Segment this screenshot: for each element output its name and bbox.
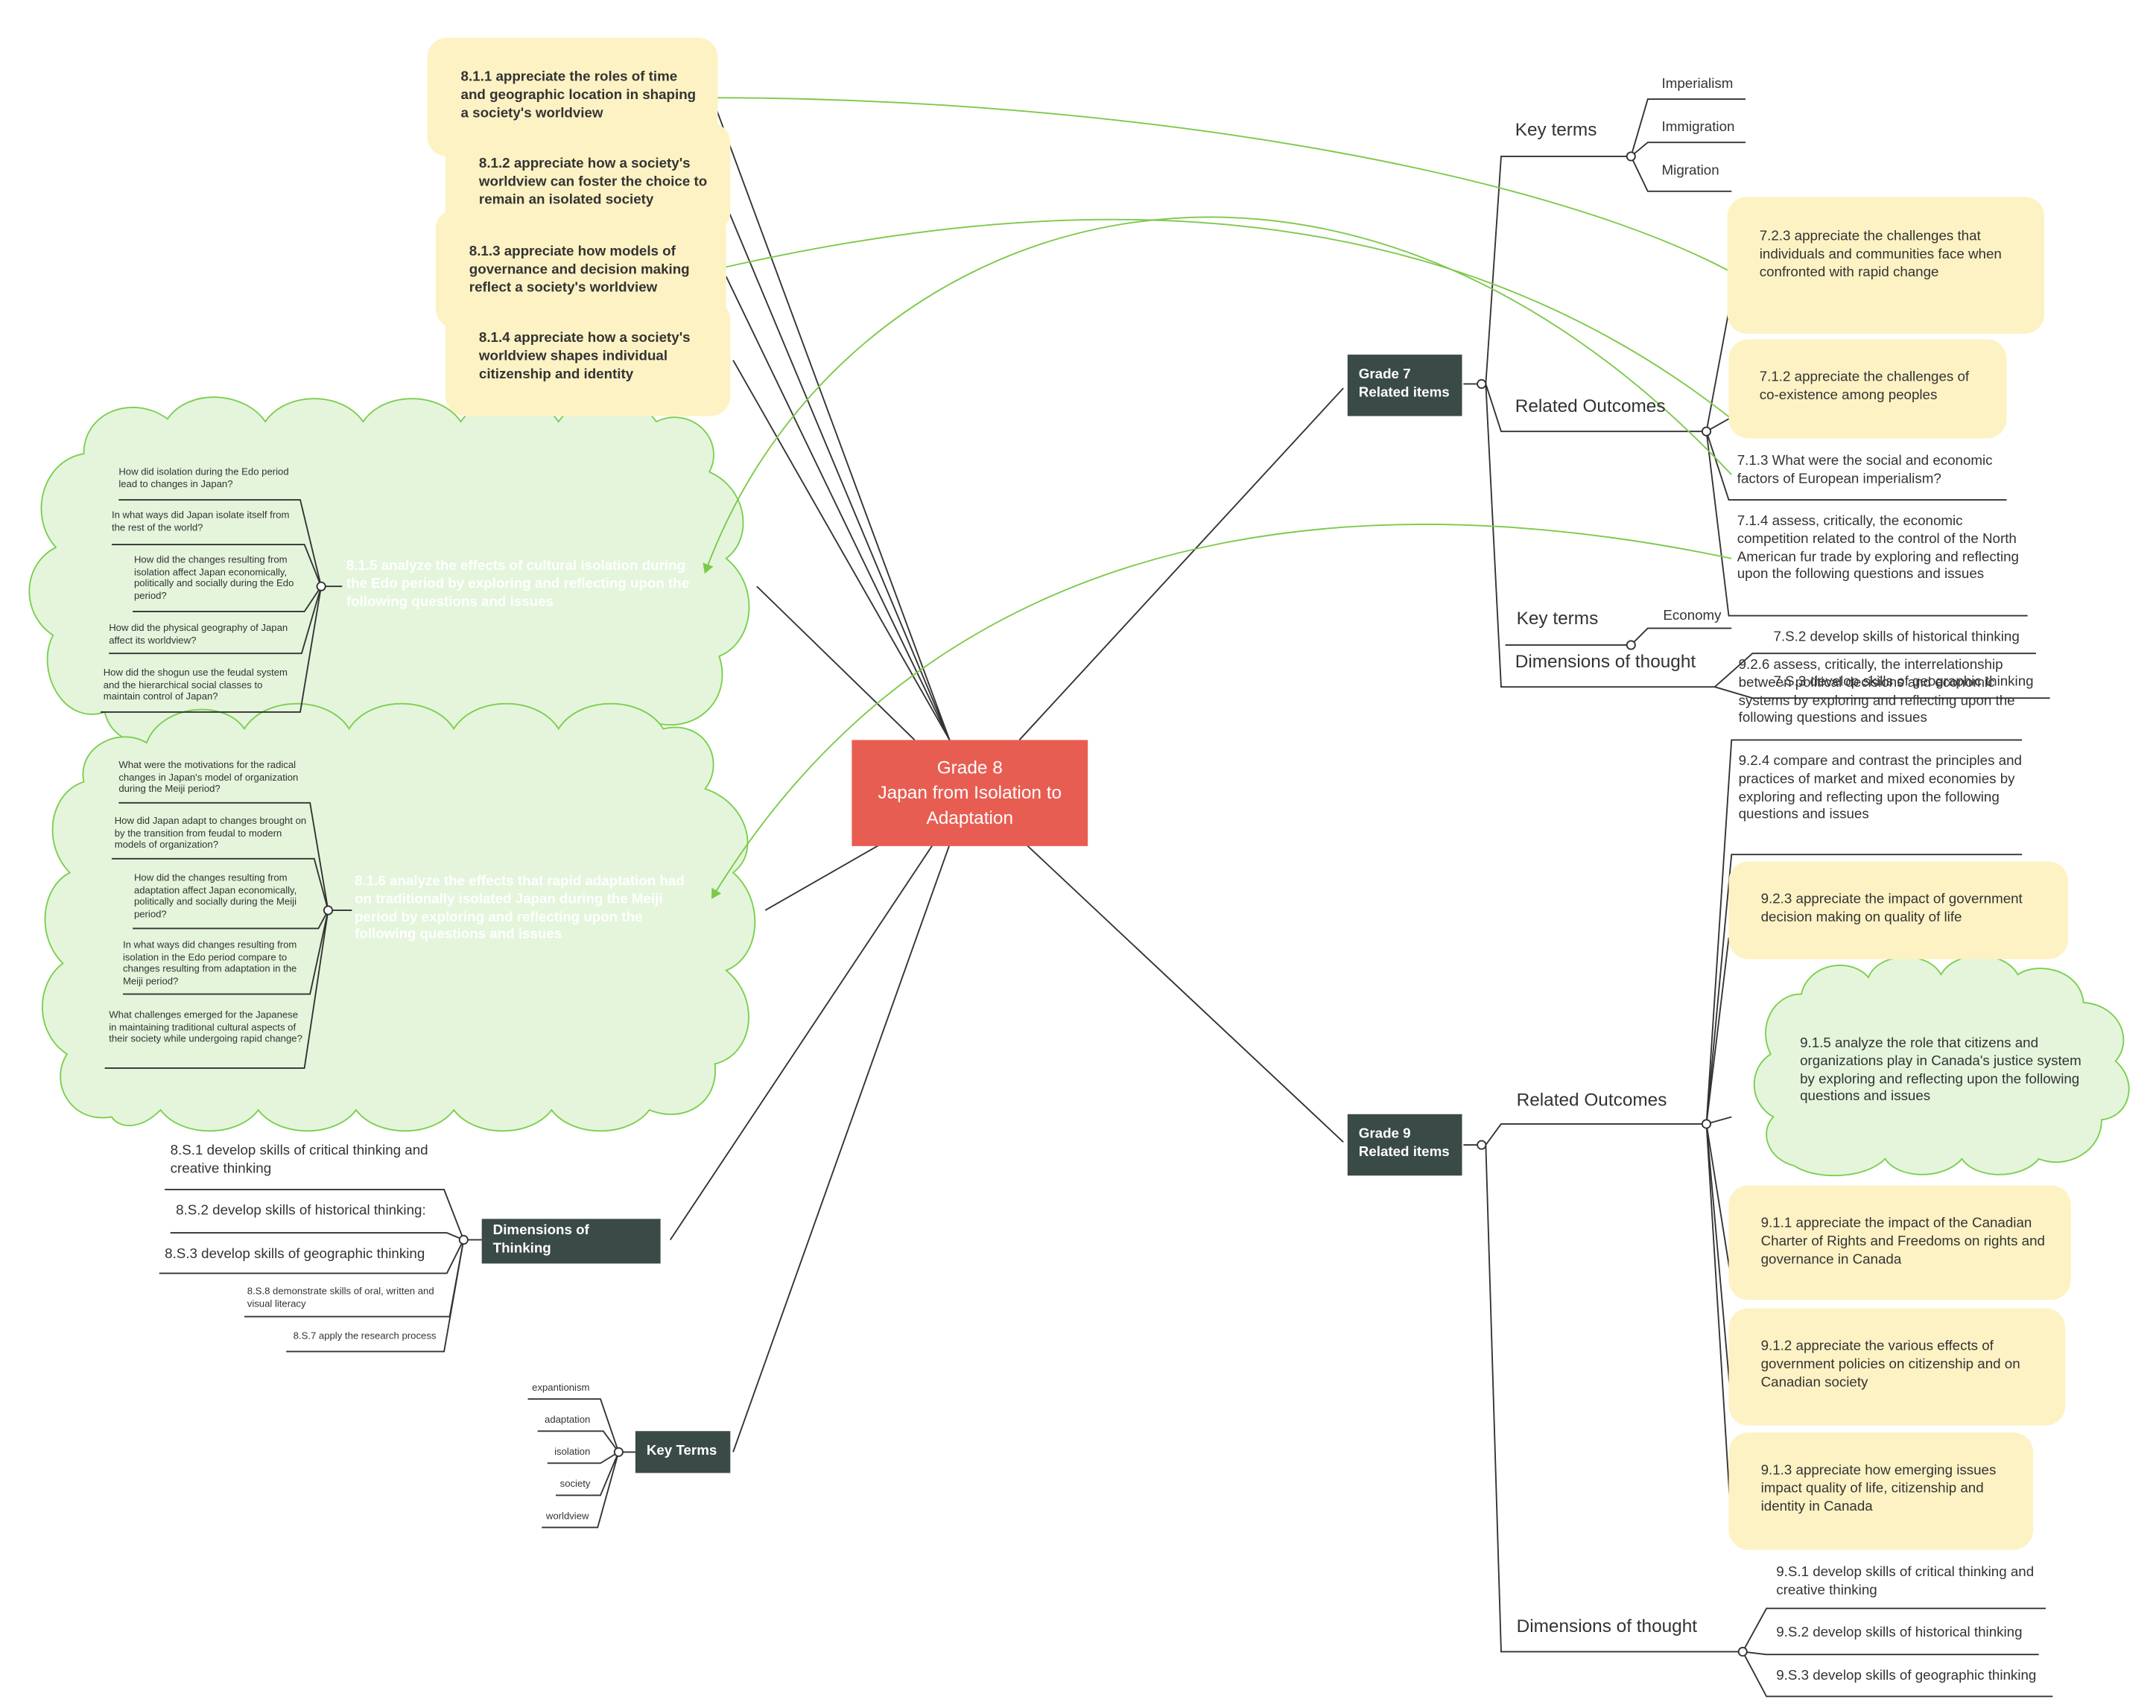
g9-outcome-923: 9.2.3 appreciate the impact of governmen… — [1760, 892, 2023, 926]
dimension-8s8: 8.S.8 demonstrate skills of oral, writte… — [247, 1287, 434, 1309]
central-topic-line-2: Japan from Isolation to Adaptation — [878, 781, 1062, 828]
key-term-isolation: isolation — [554, 1447, 591, 1458]
dimensions-of-thinking-node[interactable]: Dimensions of Thinking — [481, 1219, 661, 1264]
outcome-814: 8.1.4 appreciate how a society's worldvi… — [478, 331, 691, 382]
g7-outcome-714: 7.1.4 assess, critically, the economic c… — [1737, 513, 2019, 583]
grade7-dimensions-label[interactable]: Dimensions of thought — [1515, 650, 1696, 672]
g7-dimension-7s3: 7.S.3 develop skills of geographic think… — [1773, 674, 2034, 690]
question-815-2: In what ways did Japan isolate itself fr… — [111, 511, 290, 533]
grade7-related-outcomes-label[interactable]: Related Outcomes — [1515, 395, 1666, 416]
central-topic[interactable]: Grade 8 Japan from Isolation to Adaptatio… — [852, 740, 1088, 846]
sticky-note-723[interactable] — [1727, 197, 2045, 334]
key-term-adaptation: adaptation — [545, 1415, 591, 1426]
g7-outcome-723: 7.2.3 appreciate the challenges that ind… — [1759, 229, 2002, 280]
outcome-813: 8.1.3 appreciate how models of governanc… — [469, 244, 690, 296]
g7-dimension-7s2: 7.S.2 develop skills of historical think… — [1773, 629, 2020, 645]
cloud-815-title[interactable]: 8.1.5 analyze the effects of cultural is… — [346, 558, 690, 610]
sticky-note-912[interactable] — [1728, 1308, 2066, 1426]
question-815-1: How did isolation during the Edo period … — [118, 467, 289, 490]
outcome-811: 8.1.1 appreciate the roles of time and g… — [460, 69, 697, 121]
grade9-related-outcomes-label[interactable]: Related Outcomes — [1516, 1089, 1667, 1111]
g9-outcome-913: 9.1.3 appreciate how emerging issues imp… — [1760, 1463, 1997, 1514]
grade-7-node[interactable]: Grade 7 Related items — [1347, 355, 1462, 416]
question-816-3: How did the changes resulting from adapt… — [133, 874, 297, 921]
dimension-8s1: 8.S.1 develop skills of critical thinkin… — [170, 1143, 428, 1177]
grade7-key-terms-label[interactable]: Key terms — [1515, 118, 1597, 140]
sticky-note-814[interactable] — [445, 299, 731, 416]
g7-term-migration: Migration — [1661, 163, 1719, 179]
g7-term-immigration: Immigration — [1661, 120, 1735, 136]
g9-outcome-924: 9.2.4 compare and contrast the principle… — [1738, 754, 2022, 823]
question-816-4: In what ways did changes resulting from … — [122, 941, 297, 988]
sticky-note-923[interactable] — [1728, 861, 2068, 959]
g9-dimension-9s3: 9.S.3 develop skills of geographic think… — [1776, 1668, 2037, 1684]
grade7-key-terms-2-label[interactable]: Key terms — [1516, 607, 1599, 629]
g9-outcome-926: 9.2.6 assess, critically, the interrelat… — [1738, 657, 2015, 727]
g7-term-imperialism: Imperialism — [1661, 77, 1734, 92]
outcome-812: 8.1.2 appreciate how a society's worldvi… — [478, 156, 708, 208]
central-topic-line-1: Grade 8 — [936, 757, 1003, 778]
g9-outcome-912: 9.1.2 appreciate the various effects of … — [1760, 1339, 2020, 1391]
g7-outcome-712: 7.1.2 appreciate the challenges of co-ex… — [1759, 369, 1970, 404]
question-815-4: How did the physical geography of Japan … — [109, 623, 288, 647]
question-816-5: What challenges emerged for the Japanese… — [109, 1011, 302, 1045]
g9-dimension-9s1: 9.S.1 develop skills of critical thinkin… — [1776, 1565, 2035, 1599]
grade-9-node[interactable]: Grade 9 Related items — [1347, 1114, 1462, 1176]
g7-term-economy: Economy — [1663, 609, 1722, 624]
key-terms-node[interactable]: Key Terms — [635, 1431, 731, 1473]
sticky-note-712[interactable] — [1728, 339, 2007, 439]
dimension-8s7: 8.S.7 apply the research process — [293, 1332, 437, 1342]
key-term-expantionism: expantionism — [532, 1383, 590, 1394]
question-815-3: How did the changes resulting from isola… — [133, 556, 294, 602]
key-term-society: society — [559, 1479, 591, 1490]
dimension-8s2: 8.S.2 develop skills of historical think… — [176, 1203, 426, 1219]
key-term-worldview: worldview — [545, 1511, 589, 1523]
g9-outcome-915: 9.1.5 analyze the role that citizens and… — [1800, 1035, 2082, 1105]
g9-outcome-911: 9.1.1 appreciate the impact of the Canad… — [1760, 1216, 2045, 1268]
g7-outcome-713: 7.1.3 What were the social and economic … — [1737, 454, 1993, 487]
cloud-shape-816 — [42, 702, 756, 1132]
g9-dimension-9s2: 9.S.2 develop skills of historical think… — [1776, 1625, 2023, 1641]
grade9-dimensions-label[interactable]: Dimensions of thought — [1516, 1615, 1698, 1636]
question-816-1: What were the motivations for the radica… — [118, 761, 299, 796]
dimension-8s3: 8.S.3 develop skills of geographic think… — [165, 1246, 425, 1263]
question-816-2: How did Japan adapt to changes brought o… — [114, 816, 307, 851]
sticky-note-911[interactable] — [1728, 1185, 2071, 1301]
cloud-816-title[interactable]: 8.1.6 analyze the effects that rapid ada… — [355, 874, 685, 943]
sticky-note-913[interactable] — [1728, 1432, 2034, 1550]
cloud-shape-915 — [1753, 955, 2130, 1177]
question-815-5: How did the shogun use the feudal system… — [103, 668, 288, 703]
